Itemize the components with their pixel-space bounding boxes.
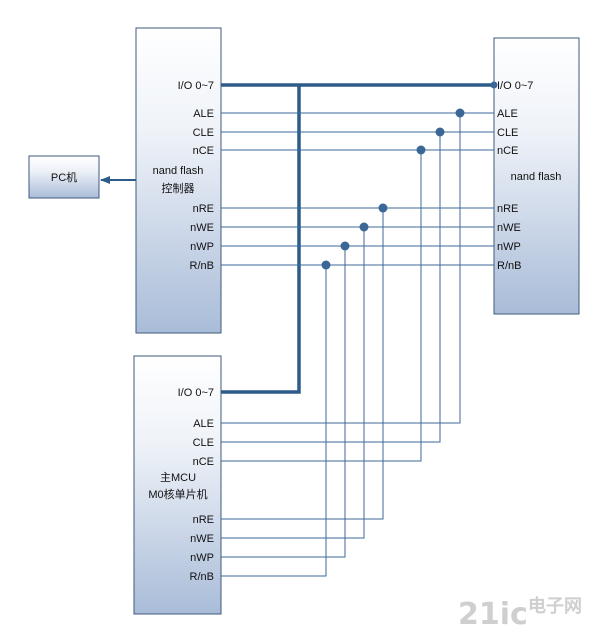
mcu-pin-i-o-0-7: I/O 0~7 <box>178 387 214 399</box>
wire-nre-mcu-branch <box>221 208 384 520</box>
io-bus-junction-dot <box>490 81 498 89</box>
mcu-pin-ale: ALE <box>193 418 214 430</box>
nand-flash-pin-nre: nRE <box>497 203 518 215</box>
mcu-pin-nwe: nWE <box>190 533 214 545</box>
wire-nwe-mcu-branch <box>221 227 365 539</box>
controller-title-line2: 控制器 <box>162 181 195 195</box>
controller-pin-nce: nCE <box>193 145 214 157</box>
nand-flash-title: nand flash <box>511 171 562 183</box>
io-bus-mcu-branch <box>221 85 301 394</box>
junction-dot-nwp <box>340 241 350 251</box>
mcu-title-line1: 主MCU <box>160 471 196 484</box>
controller-pin-nwp: nWP <box>190 241 214 253</box>
nand-flash-pin-ale: ALE <box>497 108 518 120</box>
mcu-pin-cle: CLE <box>193 437 214 449</box>
nand-flash-pin-nwe: nWE <box>497 222 521 234</box>
controller-pin-r-nb: R/nB <box>190 260 214 272</box>
nand-flash-pin-i-o-0-7: I/O 0~7 <box>497 80 533 92</box>
junction-dot-cle <box>435 127 445 137</box>
mcu-title-line2: M0核单片机 <box>148 487 207 501</box>
wire-ale-mcu-branch <box>221 113 461 424</box>
pc-block-label: PC机 <box>51 170 77 184</box>
wire-cle-mcu-branch <box>221 132 441 443</box>
mcu-pin-nre: nRE <box>193 514 214 526</box>
watermark-logo: 21ic 电子网 <box>458 595 582 632</box>
mcu-pin-r-nb: R/nB <box>190 571 214 583</box>
signal-wires <box>221 81 498 577</box>
junction-dot-r-nb <box>321 260 331 270</box>
nand-flash-pin-nwp: nWP <box>497 241 521 253</box>
junction-dot-nce <box>416 145 426 155</box>
controller-pin-nre: nRE <box>193 203 214 215</box>
nand-flash-pin-r-nb: R/nB <box>497 260 521 272</box>
controller-pin-ale: ALE <box>193 108 214 120</box>
pc-block: PC机 <box>28 155 100 199</box>
nand-flash-pin-nce: nCE <box>497 145 518 157</box>
mcu-pin-nwp: nWP <box>190 552 214 564</box>
junction-dot-ale <box>455 108 465 118</box>
wire-nce-mcu-branch <box>221 150 422 462</box>
controller-title-line1: nand flash <box>153 165 204 177</box>
watermark-logo-text: 21ic <box>458 597 528 632</box>
junction-dot-nwe <box>359 222 369 232</box>
mcu-pin-nce: nCE <box>193 456 214 468</box>
nand-flash-pin-cle: CLE <box>497 127 518 139</box>
watermark-text: 电子网 <box>528 595 582 617</box>
controller-pin-nwe: nWE <box>190 222 214 234</box>
controller-pin-i-o-0-7: I/O 0~7 <box>178 80 214 92</box>
wire-r-nb-mcu-branch <box>221 265 327 577</box>
junction-dot-nre <box>378 203 388 213</box>
controller-pin-cle: CLE <box>193 127 214 139</box>
wire-nwp-mcu-branch <box>221 246 346 558</box>
